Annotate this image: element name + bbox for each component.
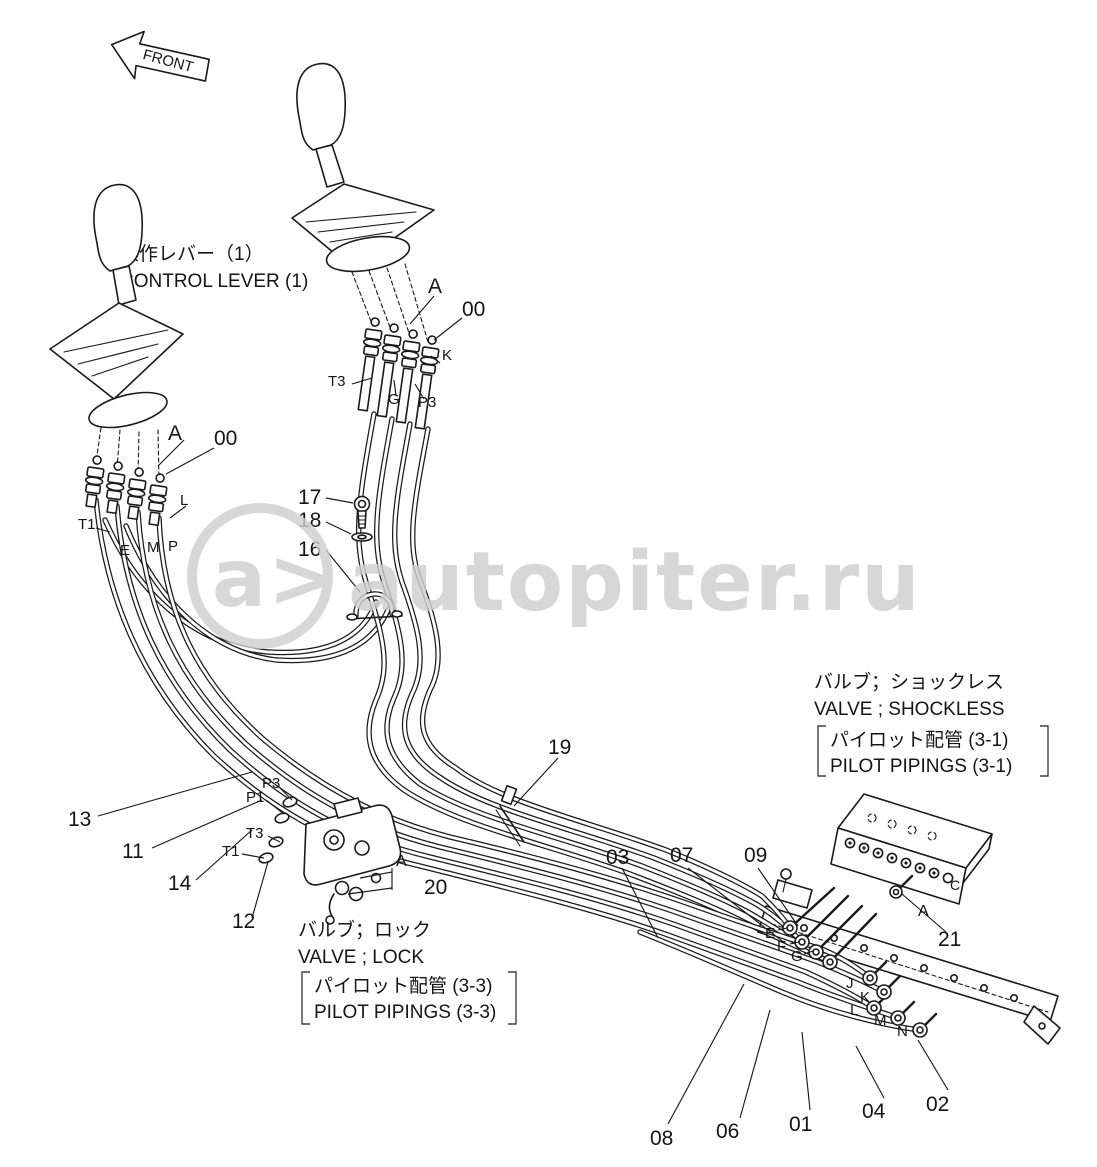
callout-11: 11 (122, 840, 144, 863)
port-j-shockless: J (846, 975, 854, 992)
callout-a-shockless: A (918, 903, 929, 920)
port-l-shockless: L (850, 1002, 858, 1019)
lever-left-fittings (84, 455, 168, 527)
control-lever-caption-en: CONTROL LEVER (1) (120, 271, 308, 292)
port-k-shockless: K (860, 989, 870, 1006)
lever-right-fittings (357, 317, 440, 430)
callout-13: 13 (68, 808, 91, 831)
port-p-left: P (168, 538, 178, 555)
lock-pilot-en: PILOT PIPINGS (3-3) (314, 1002, 496, 1023)
callout-labels: A 00 K T3 G P3 A 00 L T1 E M P 17 18 16 … (68, 275, 961, 1150)
callout-12: 12 (232, 910, 255, 933)
lock-caption-jp: バルブ；ロック (298, 918, 431, 941)
lock-pilot-jp: パイロット配管 (3-3) (314, 975, 492, 997)
shockless-pilot-en: PILOT PIPINGS (3-1) (830, 756, 1012, 777)
callout-08: 08 (650, 1127, 673, 1150)
control-lever-right (291, 62, 435, 343)
watermark-logo: a> (212, 532, 337, 625)
connector-cluster-efg (782, 874, 914, 970)
callout-20: 20 (424, 876, 447, 899)
callout-03: 03 (606, 846, 629, 869)
callout-09: 09 (744, 844, 767, 867)
callout-07: 07 (670, 844, 693, 867)
port-g-right: G (388, 391, 400, 408)
front-arrow: FRONT (110, 30, 210, 82)
callout-00-left: 00 (214, 427, 237, 450)
port-g-shockless: G (791, 948, 803, 965)
port-m-left: M (147, 539, 160, 556)
callout-19: 19 (548, 736, 571, 759)
control-lever-caption-jp: 操作レバー（1） (120, 243, 264, 265)
shockless-valve-caption: バルブ；ショックレス VALVE ; SHOCKLESS パイロット配管 (3-… (814, 670, 1012, 777)
callout-06: 06 (716, 1120, 739, 1143)
lock-caption-en: VALVE ; LOCK (298, 947, 424, 968)
port-e-shockless: E (765, 925, 775, 942)
callout-17: 17 (298, 486, 321, 509)
callout-02: 02 (926, 1093, 949, 1116)
callout-21: 21 (938, 928, 961, 951)
callout-04: 04 (862, 1100, 886, 1123)
port-l-left: L (180, 492, 188, 509)
port-p3-right: P3 (418, 394, 436, 411)
callout-a-left: A (168, 422, 182, 445)
front-arrow-icon (110, 30, 210, 82)
port-n-shockless: N (897, 1023, 908, 1040)
port-t3-lock: T3 (246, 825, 264, 842)
shockless-caption-en: VALVE ; SHOCKLESS (814, 699, 1004, 720)
connector-cluster-jklmn (862, 960, 938, 1038)
callout-00-right: 00 (462, 298, 485, 321)
callout-a-right: A (428, 275, 442, 298)
port-k-right: K (442, 347, 452, 364)
leader-lines (95, 295, 1049, 1125)
cable-tie (495, 784, 525, 847)
callout-01: 01 (789, 1113, 812, 1136)
shockless-pilot-jp: パイロット配管 (3-1) (830, 729, 1008, 751)
port-t1-left: T1 (78, 516, 96, 533)
clamp-assembly (346, 495, 403, 621)
port-m-shockless: M (874, 1012, 887, 1029)
shockless-valve-block (830, 793, 993, 905)
lock-valve-caption: バルブ；ロック VALVE ; LOCK パイロット配管 (3-3) PILOT… (298, 918, 496, 1023)
port-p3-lock: P3 (262, 775, 280, 792)
watermark-logo-circle (187, 503, 333, 649)
port-t1-lock: T1 (222, 843, 240, 860)
watermark: a> autopiter.ru (187, 503, 922, 649)
port-c-shockless: C (950, 877, 960, 893)
port-p1-lock: P1 (246, 789, 264, 806)
port-f-shockless: F (777, 938, 786, 955)
port-t3-right: T3 (328, 373, 346, 390)
control-lever-left (49, 183, 184, 481)
lock-valve (258, 796, 402, 925)
port-e-left: E (120, 542, 130, 559)
callout-14: 14 (168, 872, 192, 895)
watermark-text: autopiter.ru (348, 535, 922, 630)
shockless-caption-jp: バルブ；ショックレス (814, 670, 1004, 693)
callout-a-lock: A (396, 853, 407, 870)
